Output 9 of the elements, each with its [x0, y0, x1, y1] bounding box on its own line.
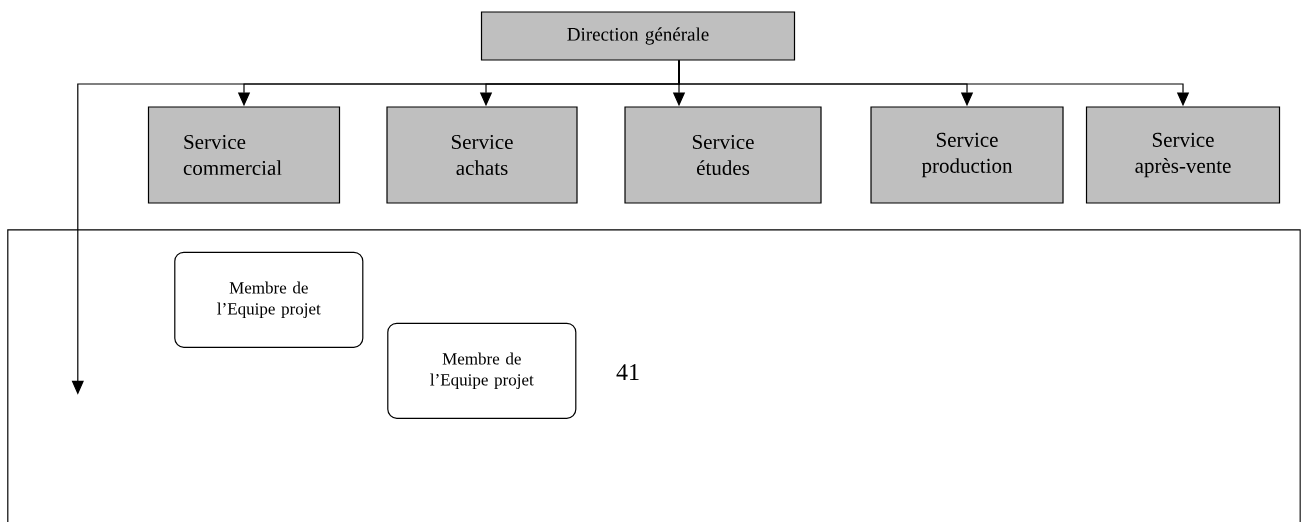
department-box: Service production [870, 106, 1064, 204]
department-box: Service achats [386, 106, 578, 204]
team-member-box: Membre de l’Equipe projet [174, 251, 364, 348]
department-box: Service commercial [147, 106, 341, 204]
management-box: Direction générale [480, 11, 796, 61]
team-member-box: Membre de l’Equipe projet [387, 322, 577, 419]
department-box: Service après-vente [1085, 106, 1281, 204]
department-box: Service études [624, 106, 822, 204]
page-number: 41 [616, 364, 639, 380]
